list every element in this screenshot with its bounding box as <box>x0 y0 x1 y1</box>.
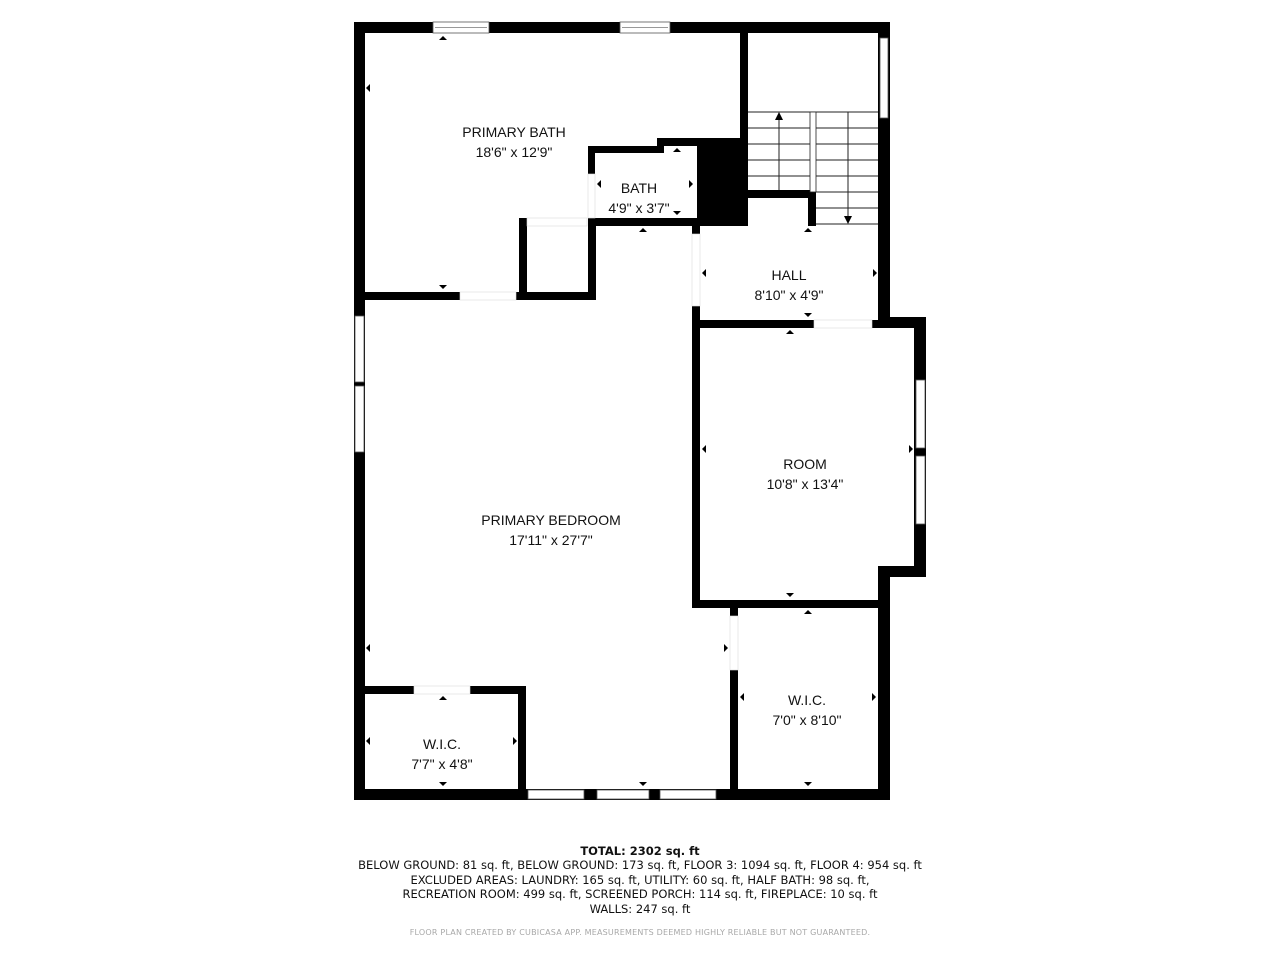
room-dimensions: 7'0" x 8'10" <box>772 712 842 728</box>
room-dimensions: 4'9" x 3'7" <box>608 200 670 216</box>
room-dimensions: 8'10" x 4'9" <box>754 287 824 303</box>
area-line-excluded-cont: RECREATION ROOM: 499 sq. ft, SCREENED PO… <box>402 887 878 901</box>
credit-disclaimer: FLOOR PLAN CREATED BY CUBICASA APP. MEAS… <box>409 928 871 937</box>
area-line-excluded: EXCLUDED AREAS: LAUNDRY: 165 sq. ft, UTI… <box>410 872 870 887</box>
area-line-floors: BELOW GROUND: 81 sq. ft, BELOW GROUND: 1… <box>358 858 922 872</box>
walls <box>354 22 926 800</box>
room-label-bath: BATH 4'9" x 3'7" <box>608 178 669 218</box>
room-name: BATH <box>620 180 658 196</box>
staircase <box>748 111 878 225</box>
room-label-room: ROOM 10'8" x 13'4" <box>767 454 844 494</box>
room-label-hall: HALL 8'10" x 4'9" <box>755 265 824 305</box>
room-label-wic-left: W.I.C. 7'7" x 4'8" <box>411 734 472 774</box>
room-name: W.I.C. <box>787 692 827 708</box>
total-area: TOTAL: 2302 sq. ft <box>580 844 700 858</box>
windows <box>354 21 926 800</box>
area-summary: TOTAL: 2302 sq. ft BELOW GROUND: 81 sq. … <box>0 844 1280 916</box>
room-dimensions: 18'6" x 12'9" <box>475 144 553 160</box>
room-name: PRIMARY BATH <box>462 124 566 140</box>
room-label-wic-right: W.I.C. 7'0" x 8'10" <box>773 690 842 730</box>
dimension-markers <box>366 36 913 786</box>
room-dimensions: 7'7" x 4'8" <box>411 756 473 772</box>
room-label-primary-bath: PRIMARY BATH 18'6" x 12'9" <box>462 122 565 162</box>
room-label-primary-bedroom: PRIMARY BEDROOM 17'11" x 27'7" <box>481 510 621 550</box>
room-name: HALL <box>771 267 807 283</box>
area-line-walls: WALLS: 247 sq. ft <box>589 901 691 916</box>
room-name: PRIMARY BEDROOM <box>481 512 621 528</box>
room-name: ROOM <box>783 456 827 472</box>
room-name: W.I.C. <box>422 736 462 752</box>
room-dimensions: 17'11" x 27'7" <box>509 532 593 548</box>
door-openings <box>413 173 873 695</box>
room-dimensions: 10'8" x 13'4" <box>766 476 844 492</box>
